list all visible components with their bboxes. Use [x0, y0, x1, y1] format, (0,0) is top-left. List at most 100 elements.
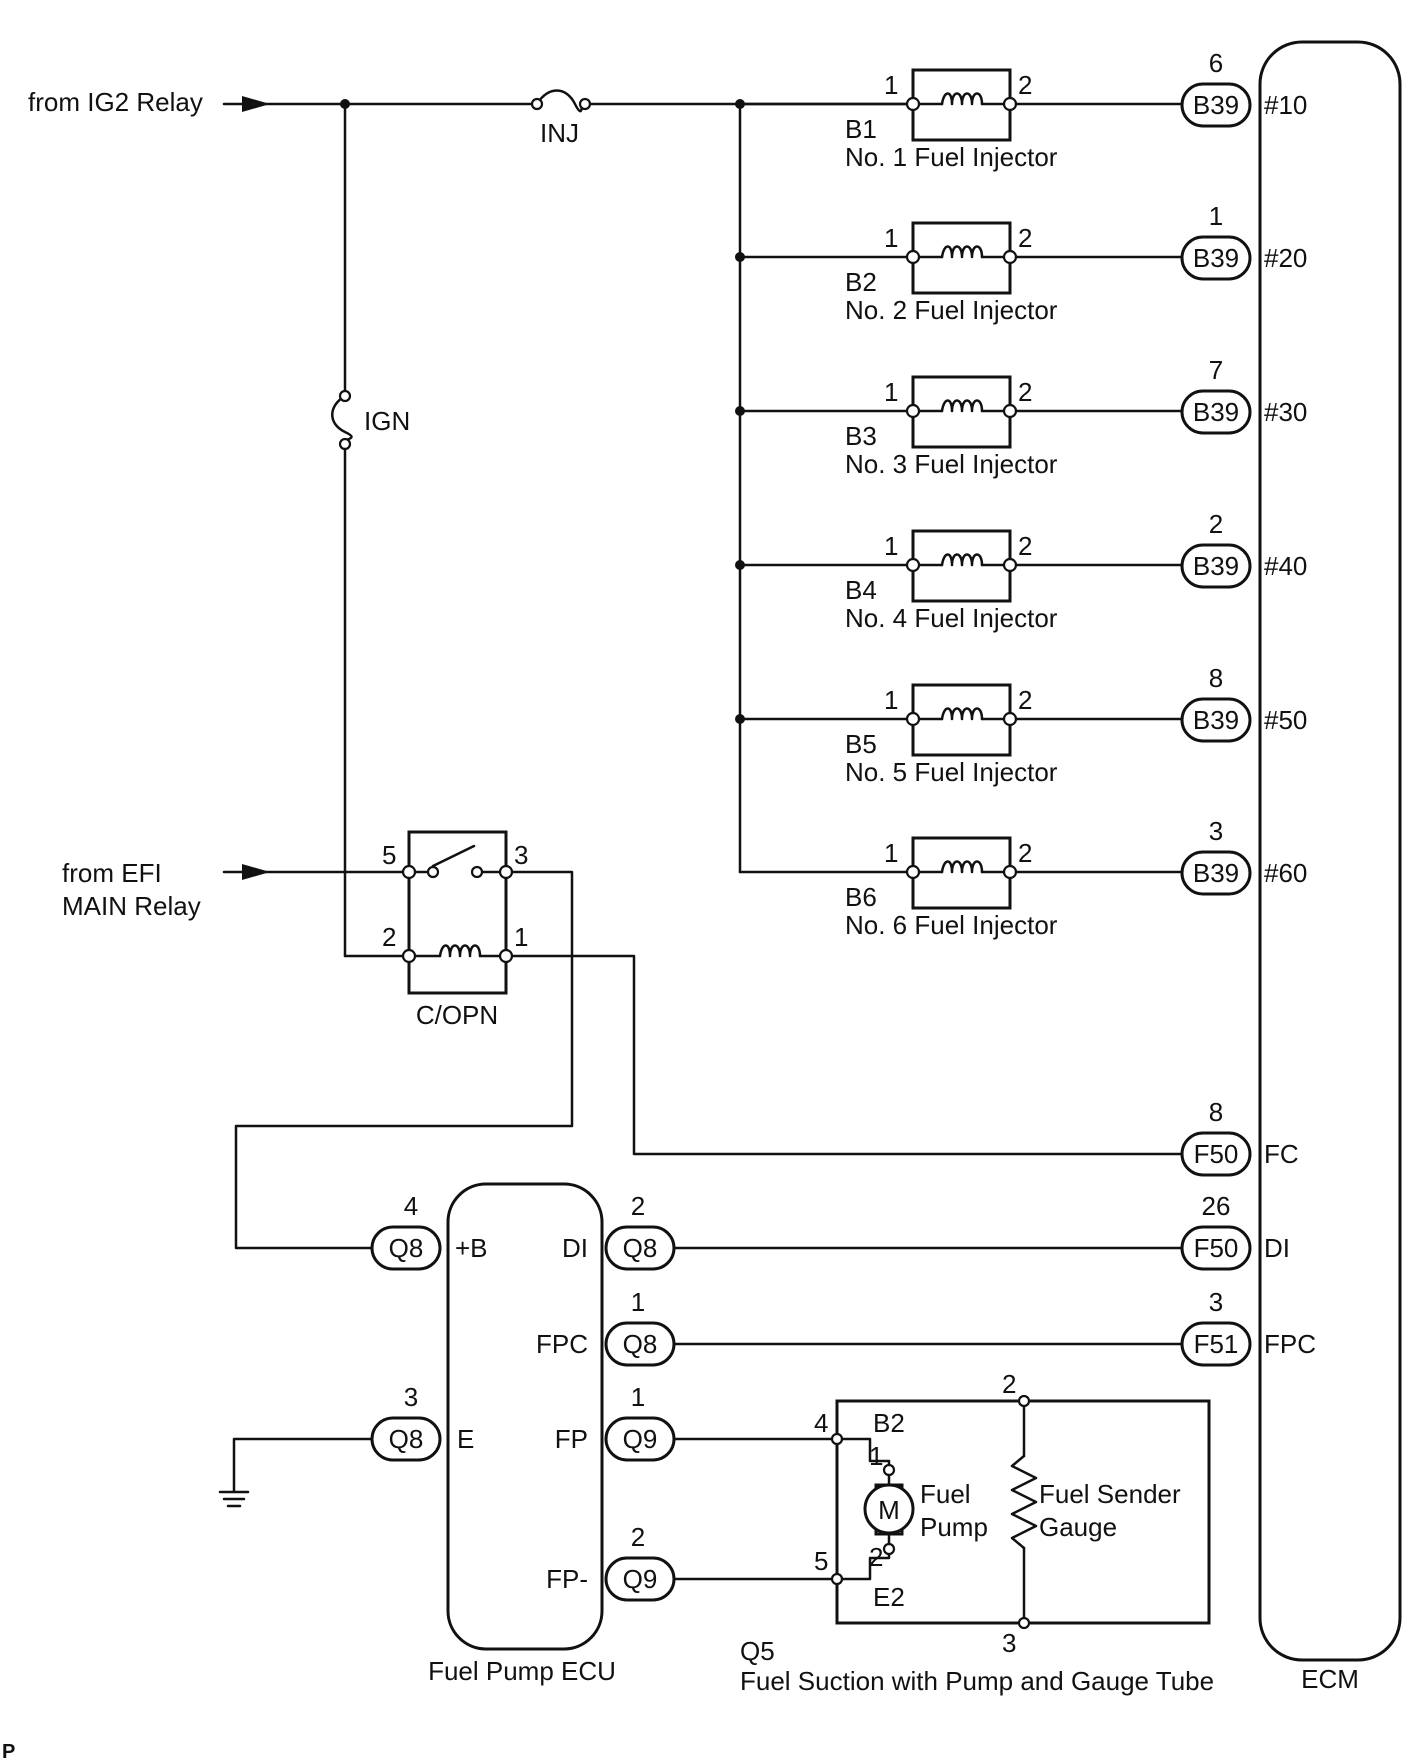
connector-pin: 3	[404, 1382, 418, 1412]
gauge-label-2: Gauge	[1039, 1512, 1117, 1542]
connector-label: F50	[1194, 1233, 1239, 1263]
connector-label: B39	[1193, 397, 1239, 427]
injector-row-2: 1 2 B2 No. 2 Fuel Injector B39 1 #20	[738, 201, 1307, 325]
resistor-icon	[1010, 1454, 1038, 1550]
pin-label: 1	[884, 377, 898, 407]
ecm-terminal: #60	[1264, 858, 1307, 888]
connector-pin: 2	[631, 1522, 645, 1552]
fuse-ign-label: IGN	[364, 406, 410, 436]
ecm-fc-terminal: F50 8 FC	[1180, 1097, 1299, 1177]
injector-id: B6	[845, 882, 877, 912]
connector-q8-b	[370, 1225, 442, 1271]
injector-row-1: 1 2 B1 No. 1 Fuel Injector B39 6 #10	[738, 48, 1307, 172]
ecm-label: ECM	[1301, 1664, 1359, 1694]
relay-pin-5: 5	[382, 840, 396, 870]
pump-pin-5: 5	[814, 1546, 828, 1576]
connector-pin: 1	[1209, 201, 1223, 231]
pin-label: 2	[1018, 377, 1032, 407]
injector-id: B2	[845, 267, 877, 297]
connector-pin: 3	[1209, 816, 1223, 846]
ecu-terminal-fpc: FPC	[536, 1329, 588, 1359]
connector-pin: 2	[631, 1191, 645, 1221]
connector-label: B39	[1193, 90, 1239, 120]
pin-label: 2	[1018, 70, 1032, 100]
connector-pin: 8	[1209, 663, 1223, 693]
connector-pin: 3	[1209, 1287, 1223, 1317]
connector	[1180, 235, 1252, 281]
ecu-terminal-fpm: FP-	[546, 1564, 588, 1594]
connector-pin: 8	[1209, 1097, 1223, 1127]
motor-pin-1: 1	[869, 1441, 883, 1471]
ecm-terminal: #20	[1264, 243, 1307, 273]
coil-icon	[940, 860, 984, 874]
relay-switch-icon	[431, 844, 476, 868]
connector-pin: 4	[404, 1191, 418, 1221]
relay-pin-1: 1	[514, 922, 528, 952]
ecm-terminal: FC	[1264, 1139, 1299, 1169]
injector-id: B1	[845, 114, 877, 144]
pump-label-2: Pump	[920, 1512, 988, 1542]
pin-label: 1	[884, 223, 898, 253]
pin-label: 2	[1018, 838, 1032, 868]
pump-assembly-name: Fuel Suction with Pump and Gauge Tube	[740, 1666, 1214, 1696]
relay-label: C/OPN	[416, 1000, 498, 1030]
connector-f51-fpc	[1180, 1321, 1252, 1367]
fuel-pump-ecu-box	[446, 1182, 604, 1651]
injector-name: No. 4 Fuel Injector	[845, 603, 1058, 633]
injector-name: No. 6 Fuel Injector	[845, 910, 1058, 940]
ecu-terminal-di: DI	[562, 1233, 588, 1263]
circuit-opening-relay: 5 3 2 1 C/OPN	[382, 830, 528, 1030]
connector	[1180, 543, 1252, 589]
connector-label: F50	[1194, 1139, 1239, 1169]
connector-label: B39	[1193, 705, 1239, 735]
pin-label: 1	[884, 531, 898, 561]
connector-pin: 1	[631, 1382, 645, 1412]
connector-pin: 7	[1209, 355, 1223, 385]
ecu-terminal-e: E	[457, 1424, 474, 1454]
ecm-box	[1258, 40, 1402, 1662]
connector-f50-di	[1180, 1225, 1252, 1271]
injector-row-5: 1 2 B5 No. 5 Fuel Injector B39 8 #50	[738, 663, 1307, 787]
ecm-terminal: #40	[1264, 551, 1307, 581]
injector-id: B3	[845, 421, 877, 451]
pin-label: 2	[1018, 685, 1032, 715]
corner-mark: P	[2, 1741, 15, 1763]
pump-pin-4: 4	[814, 1408, 828, 1438]
connector-label: Q8	[389, 1424, 424, 1454]
ecm-terminal: #10	[1264, 90, 1307, 120]
motor-icon	[863, 1483, 915, 1535]
injector-row-6: 1 2 B6 No. 6 Fuel Injector B39 3 #60	[738, 816, 1307, 940]
efi-arrow-icon	[242, 864, 270, 880]
coil-icon	[940, 707, 984, 721]
pin-label: 1	[884, 838, 898, 868]
pump-assembly-id: Q5	[740, 1636, 775, 1666]
connector-pin: 2	[1209, 509, 1223, 539]
injector-row-3: 1 2 B3 No. 3 Fuel Injector B39 7 #30	[738, 355, 1307, 479]
pin-label: 1	[884, 70, 898, 100]
pin-label: 2	[1018, 223, 1032, 253]
gauge-label-1: Fuel Sender	[1039, 1479, 1181, 1509]
connector	[1180, 1131, 1252, 1177]
injector-row-4: 1 2 B4 No. 4 Fuel Injector B39 2 #40	[738, 509, 1307, 633]
injector-name: No. 1 Fuel Injector	[845, 142, 1058, 172]
connector-label: B39	[1193, 551, 1239, 581]
injector-name: No. 2 Fuel Injector	[845, 295, 1058, 325]
fuel-pump-assembly: 4 5 2 3 B2 E2 1 2 M Fuel Pump Fuel Sende…	[740, 1369, 1214, 1696]
inj-fuse-icon	[535, 89, 587, 113]
connector	[1180, 82, 1252, 128]
connector-pin: 1	[631, 1287, 645, 1317]
wire-e-to-ground	[232, 1437, 374, 1494]
connector-pin: 6	[1209, 48, 1223, 78]
connector	[1180, 850, 1252, 896]
coil-icon	[940, 553, 984, 567]
source-ig2: from IG2 Relay	[28, 87, 203, 117]
injector-name: No. 3 Fuel Injector	[845, 449, 1058, 479]
ground-icon	[218, 1490, 250, 1508]
wire-relay1-to-fc	[510, 954, 1184, 1156]
source-efi-line1: from EFI	[62, 858, 162, 888]
connector-label: Q8	[623, 1233, 658, 1263]
connector-label: Q8	[623, 1329, 658, 1359]
gauge-pin-3: 3	[1002, 1628, 1016, 1658]
ecm-terminal: FPC	[1264, 1329, 1316, 1359]
